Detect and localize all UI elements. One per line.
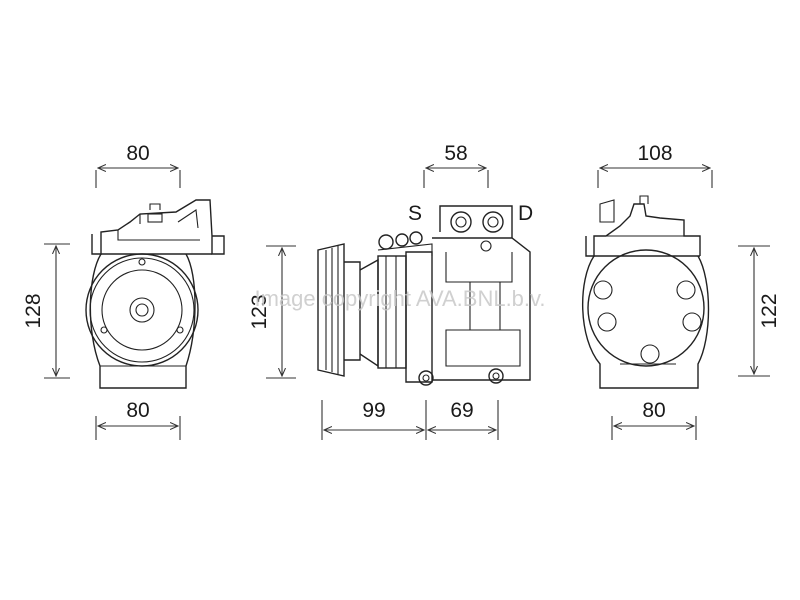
dim-front-height: 128	[22, 293, 45, 328]
side-view: S D	[317, 202, 533, 386]
dim-front-bottom: 80	[126, 399, 149, 422]
discharge-port-label: D	[518, 202, 533, 225]
dimension-labels: 80 80 128 58 123 99 69 108 80 122	[22, 142, 781, 422]
dim-side-bottom-right: 69	[450, 399, 473, 422]
dim-rear-bottom: 80	[642, 399, 665, 422]
rear-view	[581, 195, 710, 389]
front-view	[85, 199, 225, 389]
dim-side-top: 58	[444, 142, 467, 165]
dim-front-top: 80	[126, 142, 149, 165]
suction-port-label: S	[408, 202, 422, 225]
dim-side-bottom-left: 99	[362, 399, 385, 422]
dim-rear-top: 108	[637, 142, 672, 165]
dimension-lines	[44, 168, 770, 440]
dim-rear-height: 122	[758, 293, 781, 328]
dim-side-height: 123	[248, 294, 271, 329]
watermark-text: Image copyright AVA.BNL.b.v.	[254, 286, 545, 311]
